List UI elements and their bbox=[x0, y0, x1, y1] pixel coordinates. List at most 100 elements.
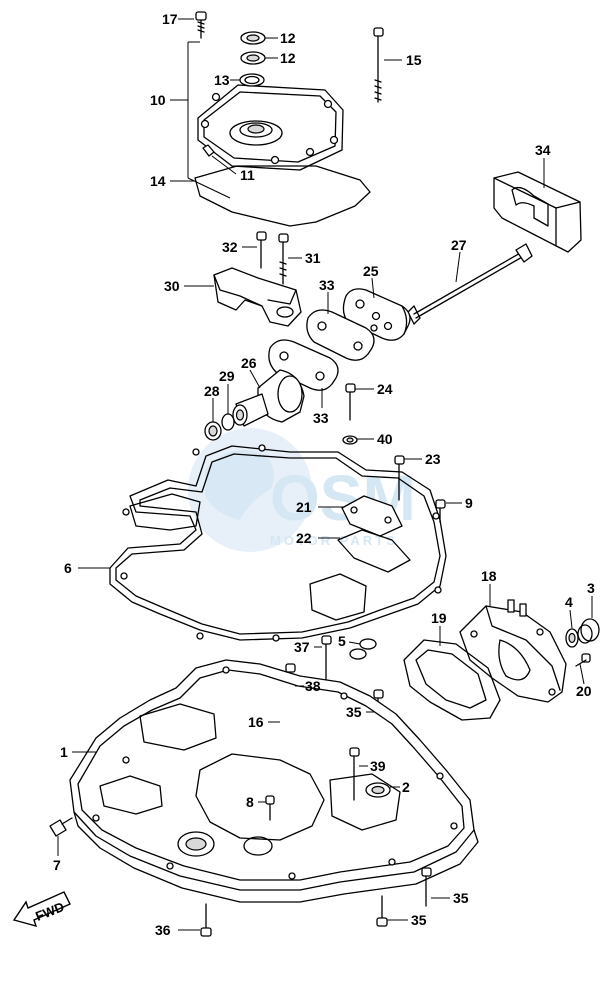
part-7-plug bbox=[49, 817, 73, 837]
part-24-bolt bbox=[345, 383, 356, 421]
callout-10: 10 bbox=[150, 92, 188, 108]
svg-text:13: 13 bbox=[214, 72, 230, 88]
callout-16: 16 bbox=[248, 714, 280, 730]
callout-34: 34 bbox=[535, 142, 551, 188]
svg-text:17: 17 bbox=[162, 11, 178, 27]
part-26-cylinder bbox=[232, 369, 305, 427]
part-28-bushing bbox=[204, 421, 222, 441]
part-39-bolt bbox=[349, 747, 360, 801]
callout-25: 25 bbox=[363, 263, 379, 299]
callout-22: 22 bbox=[296, 530, 340, 546]
callout-38: 38 bbox=[295, 678, 321, 694]
part-12-13-seals bbox=[239, 31, 266, 87]
callout-33b: 33 bbox=[313, 388, 329, 426]
callout-40: 40 bbox=[357, 431, 393, 447]
callout-36: 36 bbox=[155, 922, 200, 938]
callout-31: 31 bbox=[288, 250, 321, 266]
svg-text:10: 10 bbox=[150, 92, 166, 108]
part-35-bolt-bottom bbox=[376, 895, 388, 927]
callout-35a: 35 bbox=[346, 704, 374, 720]
svg-text:40: 40 bbox=[377, 431, 393, 447]
part-33-spacer-upper bbox=[306, 309, 375, 361]
callout-13: 13 bbox=[214, 72, 240, 88]
svg-text:3: 3 bbox=[587, 580, 595, 596]
part-21-plate bbox=[341, 495, 403, 537]
callout-19: 19 bbox=[431, 610, 447, 646]
callout-23: 23 bbox=[404, 451, 441, 467]
svg-text:2: 2 bbox=[402, 779, 410, 795]
part-36-bolt bbox=[200, 903, 212, 937]
svg-text:31: 31 bbox=[305, 250, 321, 266]
svg-text:6: 6 bbox=[64, 560, 72, 576]
callout-30: 30 bbox=[164, 278, 214, 294]
callout-17: 17 bbox=[162, 11, 194, 27]
part-18-housing bbox=[459, 599, 567, 703]
part-34-block bbox=[493, 171, 582, 253]
fwd-label: FWD bbox=[33, 899, 66, 924]
svg-text:36: 36 bbox=[155, 922, 171, 938]
svg-text:33: 33 bbox=[313, 410, 329, 426]
part-20-bolt bbox=[575, 653, 591, 667]
watermark-subtext: MOTOR PARTS bbox=[270, 533, 398, 548]
callout-21: 21 bbox=[296, 499, 344, 515]
svg-text:37: 37 bbox=[294, 639, 310, 655]
fwd-arrow-icon: FWD bbox=[12, 891, 71, 928]
svg-text:26: 26 bbox=[241, 355, 257, 371]
svg-text:29: 29 bbox=[219, 368, 235, 384]
callout-35b: 35 bbox=[431, 890, 469, 906]
part-14-gasket bbox=[194, 165, 371, 227]
part-27-long-bolt bbox=[407, 243, 533, 325]
svg-text:7: 7 bbox=[53, 857, 61, 873]
part-32-bolt bbox=[256, 231, 267, 269]
callout-28: 28 bbox=[204, 383, 220, 422]
svg-text:9: 9 bbox=[465, 495, 473, 511]
callout-35c: 35 bbox=[387, 912, 427, 928]
callout-39: 39 bbox=[359, 758, 386, 774]
svg-text:21: 21 bbox=[296, 499, 312, 515]
svg-text:28: 28 bbox=[204, 383, 220, 399]
callout-27: 27 bbox=[451, 237, 467, 283]
svg-text:1: 1 bbox=[60, 744, 68, 760]
part-22-gasket bbox=[337, 529, 411, 573]
svg-text:4: 4 bbox=[565, 594, 573, 610]
callout-11: 11 bbox=[211, 155, 255, 183]
part-35-bolt-lower bbox=[421, 867, 432, 907]
callout-24: 24 bbox=[355, 381, 393, 397]
part-3-cap bbox=[577, 618, 600, 644]
svg-text:5: 5 bbox=[338, 633, 346, 649]
part-1-main-case bbox=[69, 659, 479, 903]
part-15-long-bolt bbox=[373, 27, 384, 103]
part-33-spacer-lower bbox=[268, 339, 339, 391]
svg-text:11: 11 bbox=[240, 167, 255, 183]
part-5-o-rings bbox=[349, 638, 377, 660]
part-29-ring bbox=[221, 413, 235, 431]
callout-9: 9 bbox=[446, 495, 473, 511]
svg-text:12: 12 bbox=[280, 50, 296, 66]
callout-32: 32 bbox=[222, 239, 257, 255]
svg-text:18: 18 bbox=[481, 568, 497, 584]
part-17-bolt bbox=[195, 11, 207, 39]
svg-text:16: 16 bbox=[248, 714, 264, 730]
callout-7: 7 bbox=[53, 836, 61, 873]
svg-text:25: 25 bbox=[363, 263, 379, 279]
callout-6: 6 bbox=[64, 560, 110, 576]
callout-12a: 12 bbox=[265, 30, 296, 46]
part-31-bolt bbox=[278, 233, 289, 285]
callout-29: 29 bbox=[219, 368, 235, 414]
callout-12b: 12 bbox=[265, 50, 296, 66]
callout-26: 26 bbox=[241, 355, 261, 389]
part-40-washer bbox=[342, 435, 358, 445]
part-8-bolt bbox=[265, 795, 275, 821]
part-23-bolt bbox=[394, 455, 405, 501]
svg-text:19: 19 bbox=[431, 610, 447, 626]
callout-5: 5 bbox=[338, 633, 361, 649]
part-30-bracket bbox=[213, 267, 302, 327]
svg-text:12: 12 bbox=[280, 30, 296, 46]
svg-text:35: 35 bbox=[411, 912, 427, 928]
svg-text:20: 20 bbox=[576, 683, 592, 699]
callout-18: 18 bbox=[481, 568, 497, 606]
callout-8: 8 bbox=[246, 794, 266, 810]
svg-text:15: 15 bbox=[406, 52, 422, 68]
